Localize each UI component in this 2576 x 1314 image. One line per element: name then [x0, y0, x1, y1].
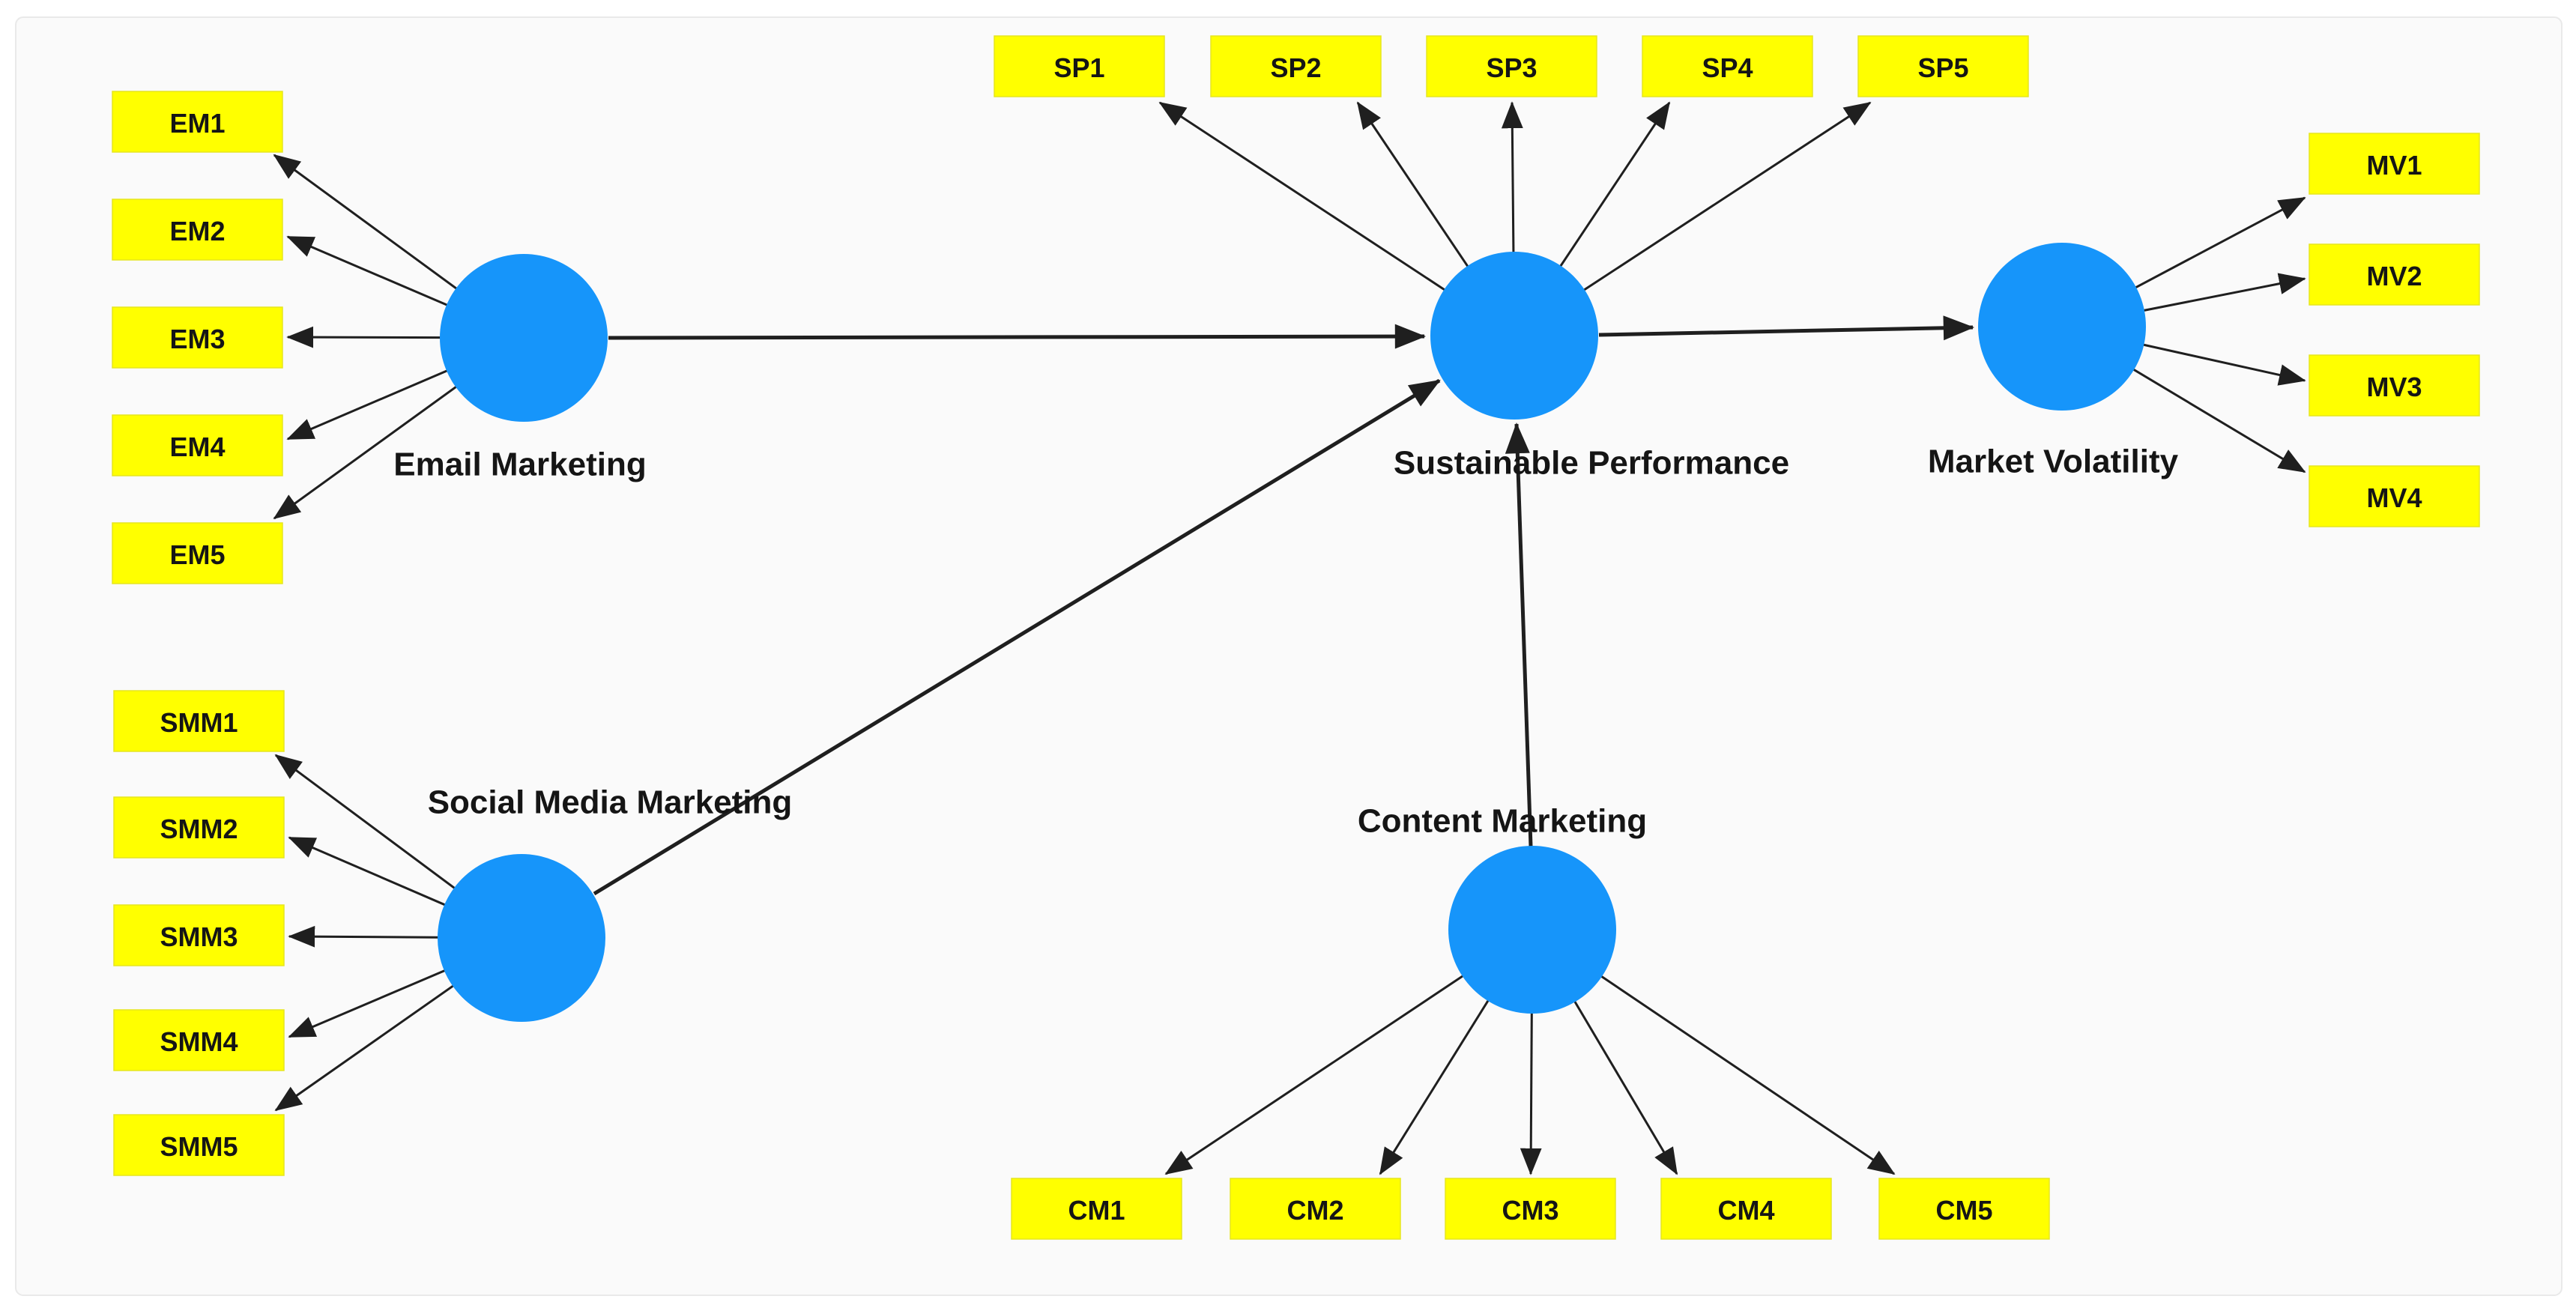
indicator-cm2-label: CM2 — [1287, 1195, 1343, 1226]
indicator-cm5-label: CM5 — [1935, 1195, 1992, 1226]
latent-sustainable-performance-label: Sustainable Performance — [1394, 445, 1789, 482]
latent-content-marketing-label: Content Marketing — [1358, 803, 1647, 840]
indicator-smm3-label: SMM3 — [160, 921, 238, 952]
indicator-mv3-label: MV3 — [2366, 372, 2422, 402]
indicator-sp3[interactable] — [1426, 35, 1597, 97]
drawing-canvas — [15, 16, 2563, 1296]
indicator-sp2-label: SP2 — [1270, 52, 1321, 83]
latent-market-volatility[interactable] — [1978, 243, 2146, 411]
indicator-smm5[interactable] — [113, 1114, 285, 1176]
indicator-em5[interactable] — [112, 522, 283, 584]
indicator-sp4-label: SP4 — [1702, 52, 1753, 83]
indicator-sp2[interactable] — [1210, 35, 1382, 97]
indicator-smm2[interactable] — [113, 796, 285, 859]
indicator-em5-label: EM5 — [169, 539, 225, 570]
indicator-cm1[interactable] — [1011, 1178, 1182, 1240]
latent-content-marketing[interactable] — [1448, 846, 1616, 1014]
indicator-sp5[interactable] — [1857, 35, 2029, 97]
indicator-mv4[interactable] — [2309, 465, 2480, 527]
indicator-cm4[interactable] — [1660, 1178, 1832, 1240]
indicator-mv1-label: MV1 — [2366, 150, 2422, 181]
indicator-sp1[interactable] — [994, 35, 1165, 97]
indicator-em4[interactable] — [112, 414, 283, 476]
indicator-em1-label: EM1 — [169, 108, 225, 139]
indicator-smm1-label: SMM1 — [160, 707, 238, 738]
structural-path-email-to-sustainable[interactable] — [608, 324, 1427, 349]
indicator-smm5-label: SMM5 — [160, 1131, 238, 1162]
indicator-smm1[interactable] — [113, 690, 285, 752]
indicator-cm3[interactable] — [1445, 1178, 1616, 1240]
indicator-em2-label: EM2 — [169, 216, 225, 246]
indicator-em3[interactable] — [112, 306, 283, 369]
indicator-em3-label: EM3 — [169, 324, 225, 354]
structural-arrows — [593, 315, 1975, 896]
structural-path-sustainable-to-market[interactable] — [1598, 315, 1975, 341]
indicator-smm4-label: SMM4 — [160, 1026, 238, 1057]
indicator-mv2-label: MV2 — [2366, 261, 2422, 291]
latent-social-media-marketing[interactable] — [438, 854, 605, 1022]
indicator-smm4[interactable] — [113, 1009, 285, 1071]
indicator-cm1-label: CM1 — [1068, 1195, 1125, 1226]
indicator-em1[interactable] — [112, 91, 283, 153]
indicator-em2[interactable] — [112, 199, 283, 261]
indicator-mv1[interactable] — [2309, 133, 2480, 195]
structural-path-social-to-sustainable[interactable] — [593, 378, 1441, 896]
indicator-sp3-label: SP3 — [1486, 52, 1537, 83]
latent-sustainable-performance[interactable] — [1430, 252, 1598, 420]
indicator-em4-label: EM4 — [169, 432, 225, 462]
indicator-cm4-label: CM4 — [1717, 1195, 1774, 1226]
indicator-cm2[interactable] — [1230, 1178, 1401, 1240]
indicator-sp4[interactable] — [1642, 35, 1813, 97]
indicator-sp1-label: SP1 — [1053, 52, 1104, 83]
latent-email-marketing-label: Email Marketing — [393, 446, 646, 483]
latent-market-volatility-label: Market Volatility — [1928, 443, 2179, 480]
indicator-sp5-label: SP5 — [1917, 52, 1968, 83]
structural-path-content-to-sustainable[interactable] — [1505, 422, 1533, 847]
indicator-smm2-label: SMM2 — [160, 814, 238, 844]
indicator-smm3[interactable] — [113, 904, 285, 966]
indicator-cm5[interactable] — [1878, 1178, 2050, 1240]
indicator-mv2[interactable] — [2309, 243, 2480, 306]
indicator-cm3-label: CM3 — [1502, 1195, 1558, 1226]
latent-email-marketing[interactable] — [440, 254, 608, 422]
indicator-mv4-label: MV4 — [2366, 482, 2422, 513]
latent-social-media-marketing-label: Social Media Marketing — [428, 784, 793, 821]
indicator-mv3[interactable] — [2309, 354, 2480, 417]
